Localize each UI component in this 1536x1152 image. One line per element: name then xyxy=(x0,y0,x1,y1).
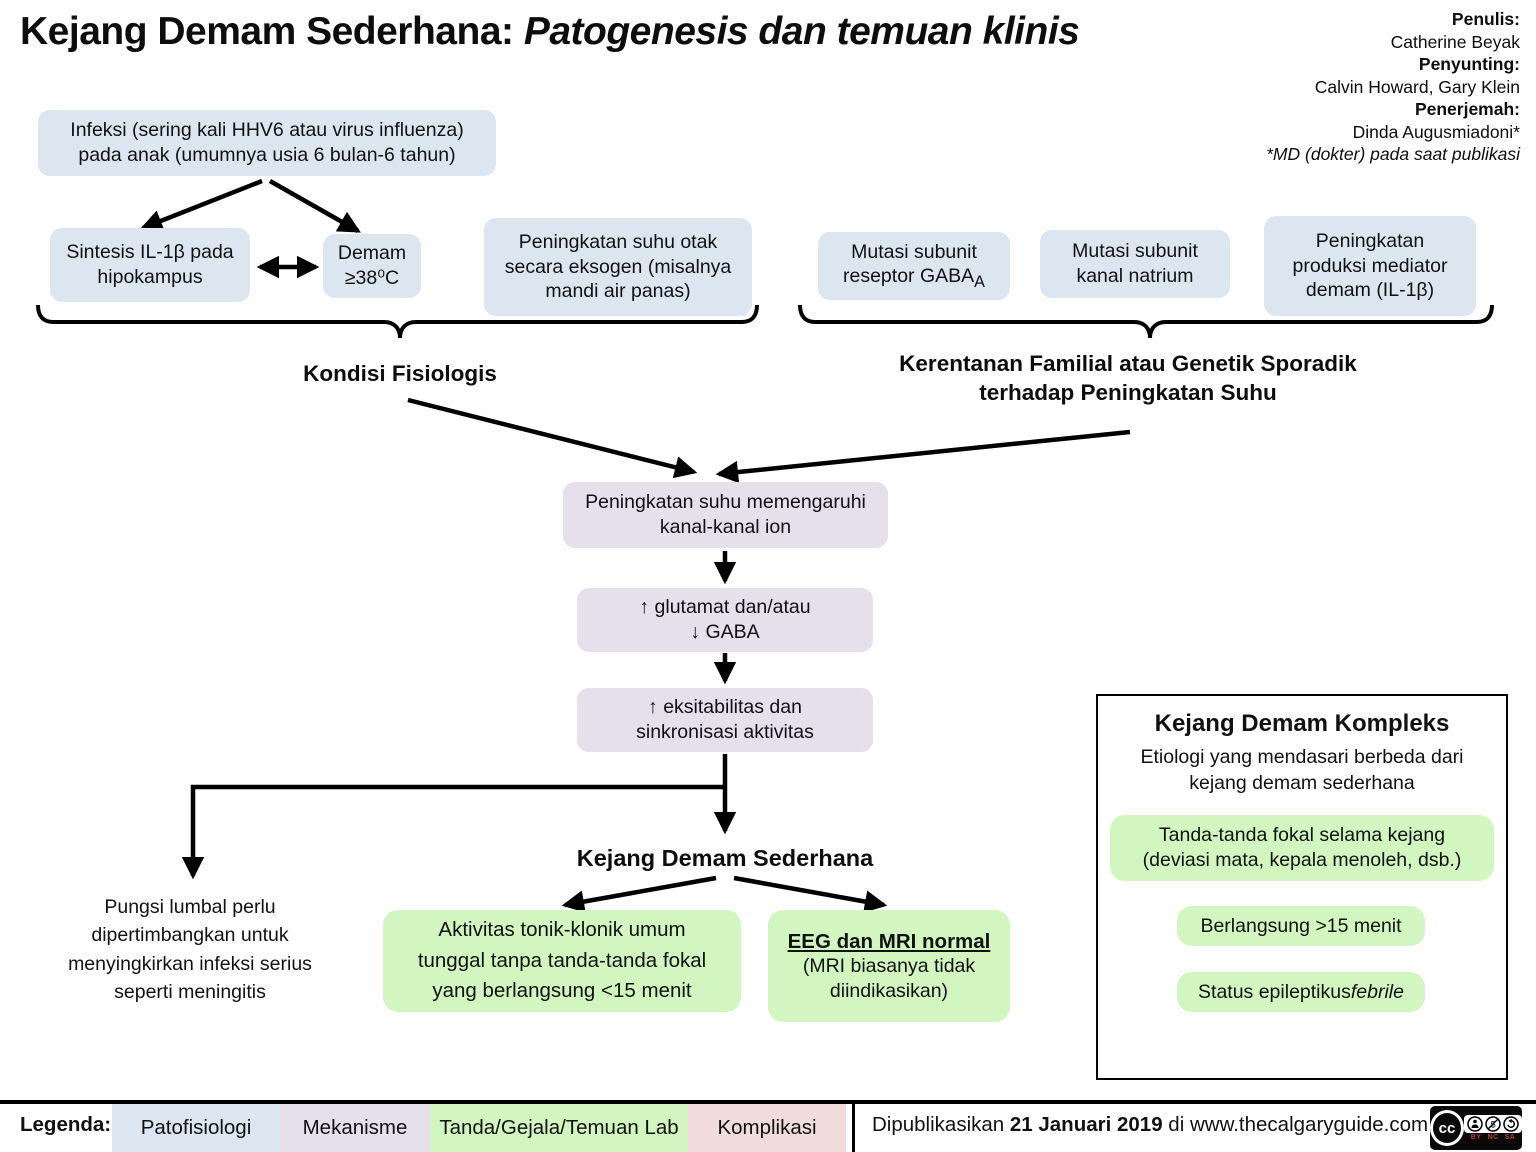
node-berlangsung-15: Berlangsung >15 menit xyxy=(1177,906,1425,946)
publication-text: Dipublikasikan 21 Januari 2019 di www.th… xyxy=(872,1113,1429,1136)
footer-divider-line xyxy=(0,1100,1536,1104)
node-suhu-otak-eksogen: Peningkatan suhu otak secara eksogen (mi… xyxy=(484,218,752,316)
nc-label: NC xyxy=(1487,1134,1499,1141)
credits-editor-label: Penyunting: xyxy=(1418,54,1520,74)
by-icon xyxy=(1467,1116,1483,1132)
eeg-mri-subtext: (MRI biasanya tidak diindikasikan) xyxy=(802,955,976,1002)
node-demam: Demam ≥38⁰C xyxy=(323,234,421,298)
arrow-kerentanan-to-ion xyxy=(715,429,1131,484)
node-mutasi-natrium: Mutasi subunit kanal natrium xyxy=(1040,230,1230,298)
nc-icon: $ xyxy=(1485,1116,1501,1132)
node-eksitabilitas: ↑ eksitabilitas dan sinkronisasi aktivit… xyxy=(577,688,873,752)
credits-editors: Calvin Howard, Gary Klein xyxy=(1314,76,1520,97)
node-eeg-mri: EEG dan MRI normal (MRI biasanya tidak d… xyxy=(768,910,1010,1022)
text-pungsi-lumbal: Pungsi lumbal perlu dipertimbangkan untu… xyxy=(68,896,312,1003)
legend-item-mekanisme: Mekanisme xyxy=(280,1104,430,1152)
node-glutamat-gaba: ↑ glutamat dan/atau ↓ GABA xyxy=(577,588,873,652)
node-mutasi-gaba: Mutasi subunit reseptor GABAA xyxy=(818,232,1010,300)
heading-kondisi-fisiologis: Kondisi Fisiologis xyxy=(303,361,497,386)
credits-translator: Dinda Augusmiadoni* xyxy=(1352,121,1520,142)
kompleks-title: Kejang Demam Kompleks xyxy=(1154,710,1450,737)
gaba-subscript: A xyxy=(974,272,985,291)
credits-translator-label: Penerjemah: xyxy=(1414,99,1520,119)
node-tanda-fokal: Tanda-tanda fokal selama kejang (deviasi… xyxy=(1110,815,1494,881)
heading-kerentanan: Kerentanan Familial atau Genetik Sporadi… xyxy=(899,351,1357,405)
cc-license-badge: cc $ BY xyxy=(1430,1106,1522,1150)
panel-kejang-demam-kompleks xyxy=(1096,694,1508,1080)
credits-note: *MD (dokter) pada saat publikasi xyxy=(1266,144,1520,164)
credits-block: Penulis: Catherine Beyak Penyunting: Cal… xyxy=(1266,8,1520,166)
legend-label: Legenda: xyxy=(20,1113,112,1136)
node-sintesis-il1b: Sintesis IL-1β pada hipokampus xyxy=(50,228,250,302)
sa-label: SA xyxy=(1504,1134,1516,1141)
cc-license-icons: $ BY NC SA xyxy=(1464,1115,1522,1141)
kompleks-subtitle: Etiologi yang mendasari berbeda dari kej… xyxy=(1140,746,1464,795)
arrow-infeksi-to-sintesis xyxy=(139,178,263,232)
page-title: Kejang Demam Sederhana: Patogenesis dan … xyxy=(20,10,1080,54)
mutasi-gaba-line2: reseptor GABAA xyxy=(843,265,985,291)
credits-author-label: Penulis: xyxy=(1451,9,1520,29)
node-tonik-klonik: Aktivitas tonik-klonik umum tunggal tanp… xyxy=(383,910,741,1012)
mutasi-gaba-line1: Mutasi subunit xyxy=(851,240,977,263)
by-label: BY xyxy=(1470,1134,1482,1141)
arrow-kejang-to-eeg xyxy=(733,875,888,913)
legend-item-patofisiologi: Patofisiologi xyxy=(112,1104,280,1152)
node-produksi-mediator: Peningkatan produksi mediator demam (IL-… xyxy=(1264,216,1476,316)
credits-author: Catherine Beyak xyxy=(1390,31,1520,52)
cc-icon: cc xyxy=(1430,1110,1464,1146)
publication-date: 21 Januari 2019 xyxy=(1009,1113,1163,1136)
arrow-kejang-to-tonik xyxy=(561,875,717,913)
page-title-main: Kejang Demam Sederhana: xyxy=(20,10,524,53)
status-epileptikus-text: Status epileptikus xyxy=(1198,980,1351,1003)
legend-item-komplikasi: Komplikasi xyxy=(688,1104,846,1152)
heading-kejang-demam-sederhana: Kejang Demam Sederhana xyxy=(576,845,874,871)
status-epileptikus-febrile: febrile xyxy=(1350,980,1404,1003)
sa-icon xyxy=(1503,1116,1519,1132)
node-infeksi: Infeksi (sering kali HHV6 atau virus inf… xyxy=(38,110,496,176)
legend-item-tanda-gejala: Tanda/Gejala/Temuan Lab xyxy=(430,1104,688,1152)
node-status-epileptikus: Status epileptikus febrile xyxy=(1177,972,1425,1012)
arrow-infeksi-to-demam xyxy=(268,179,361,233)
arrow-kondisi-to-ion xyxy=(407,397,698,479)
page-title-subtitle: Patogenesis dan temuan klinis xyxy=(523,10,1080,53)
node-suhu-kanal-ion: Peningkatan suhu memengaruhi kanal-kanal… xyxy=(563,482,888,548)
eeg-mri-title: EEG dan MRI normal xyxy=(787,929,991,953)
legend-divider xyxy=(852,1104,855,1152)
